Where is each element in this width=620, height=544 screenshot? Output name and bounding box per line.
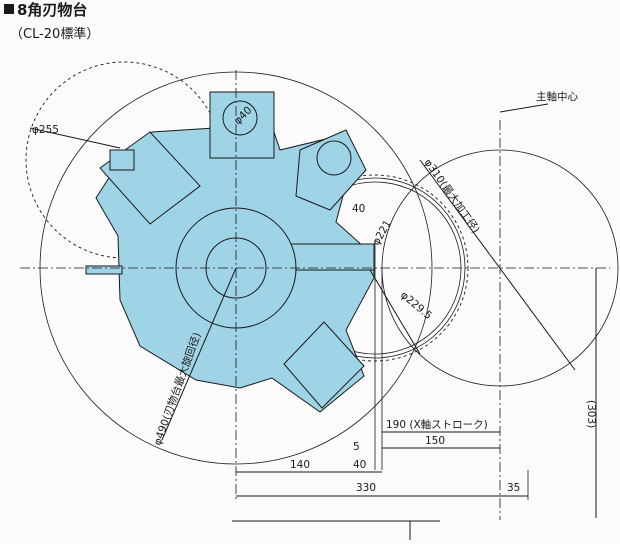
x-stroke-label: 190 (X軸ストローク) (386, 418, 488, 431)
page-subtitle: （CL-20標準） (10, 26, 99, 42)
d229-5-leader (369, 269, 421, 355)
right-upper-tool-bore (316, 140, 352, 176)
left-tool-tip (109, 149, 135, 171)
d5-label: 5 (353, 441, 360, 453)
left-stub (85, 265, 123, 275)
upper-tool-bore (222, 100, 258, 136)
spindle-center-label: 主軸中心 (536, 90, 578, 103)
d303-label: (303) (585, 400, 597, 428)
d255-label: φ255 (32, 124, 59, 136)
d150-label: 150 (425, 435, 445, 447)
d490-leader (161, 267, 237, 441)
lower-right-tool-holder (283, 321, 365, 409)
title-square-icon (4, 4, 14, 14)
d221-label: φ221 (370, 218, 394, 247)
d40-side-label: 40 (352, 203, 365, 215)
d40-bottom-label: 40 (353, 459, 366, 471)
d330-label: 330 (356, 482, 376, 494)
d35-label: 35 (507, 482, 520, 494)
spindle-center-leader (499, 103, 549, 113)
d140-label: 140 (290, 459, 310, 471)
d255-leader (29, 127, 121, 149)
d310-leader (419, 159, 576, 371)
d310-label: φ310(最大加工径) (422, 156, 483, 235)
page-title: 8角刃物台 (17, 1, 87, 19)
